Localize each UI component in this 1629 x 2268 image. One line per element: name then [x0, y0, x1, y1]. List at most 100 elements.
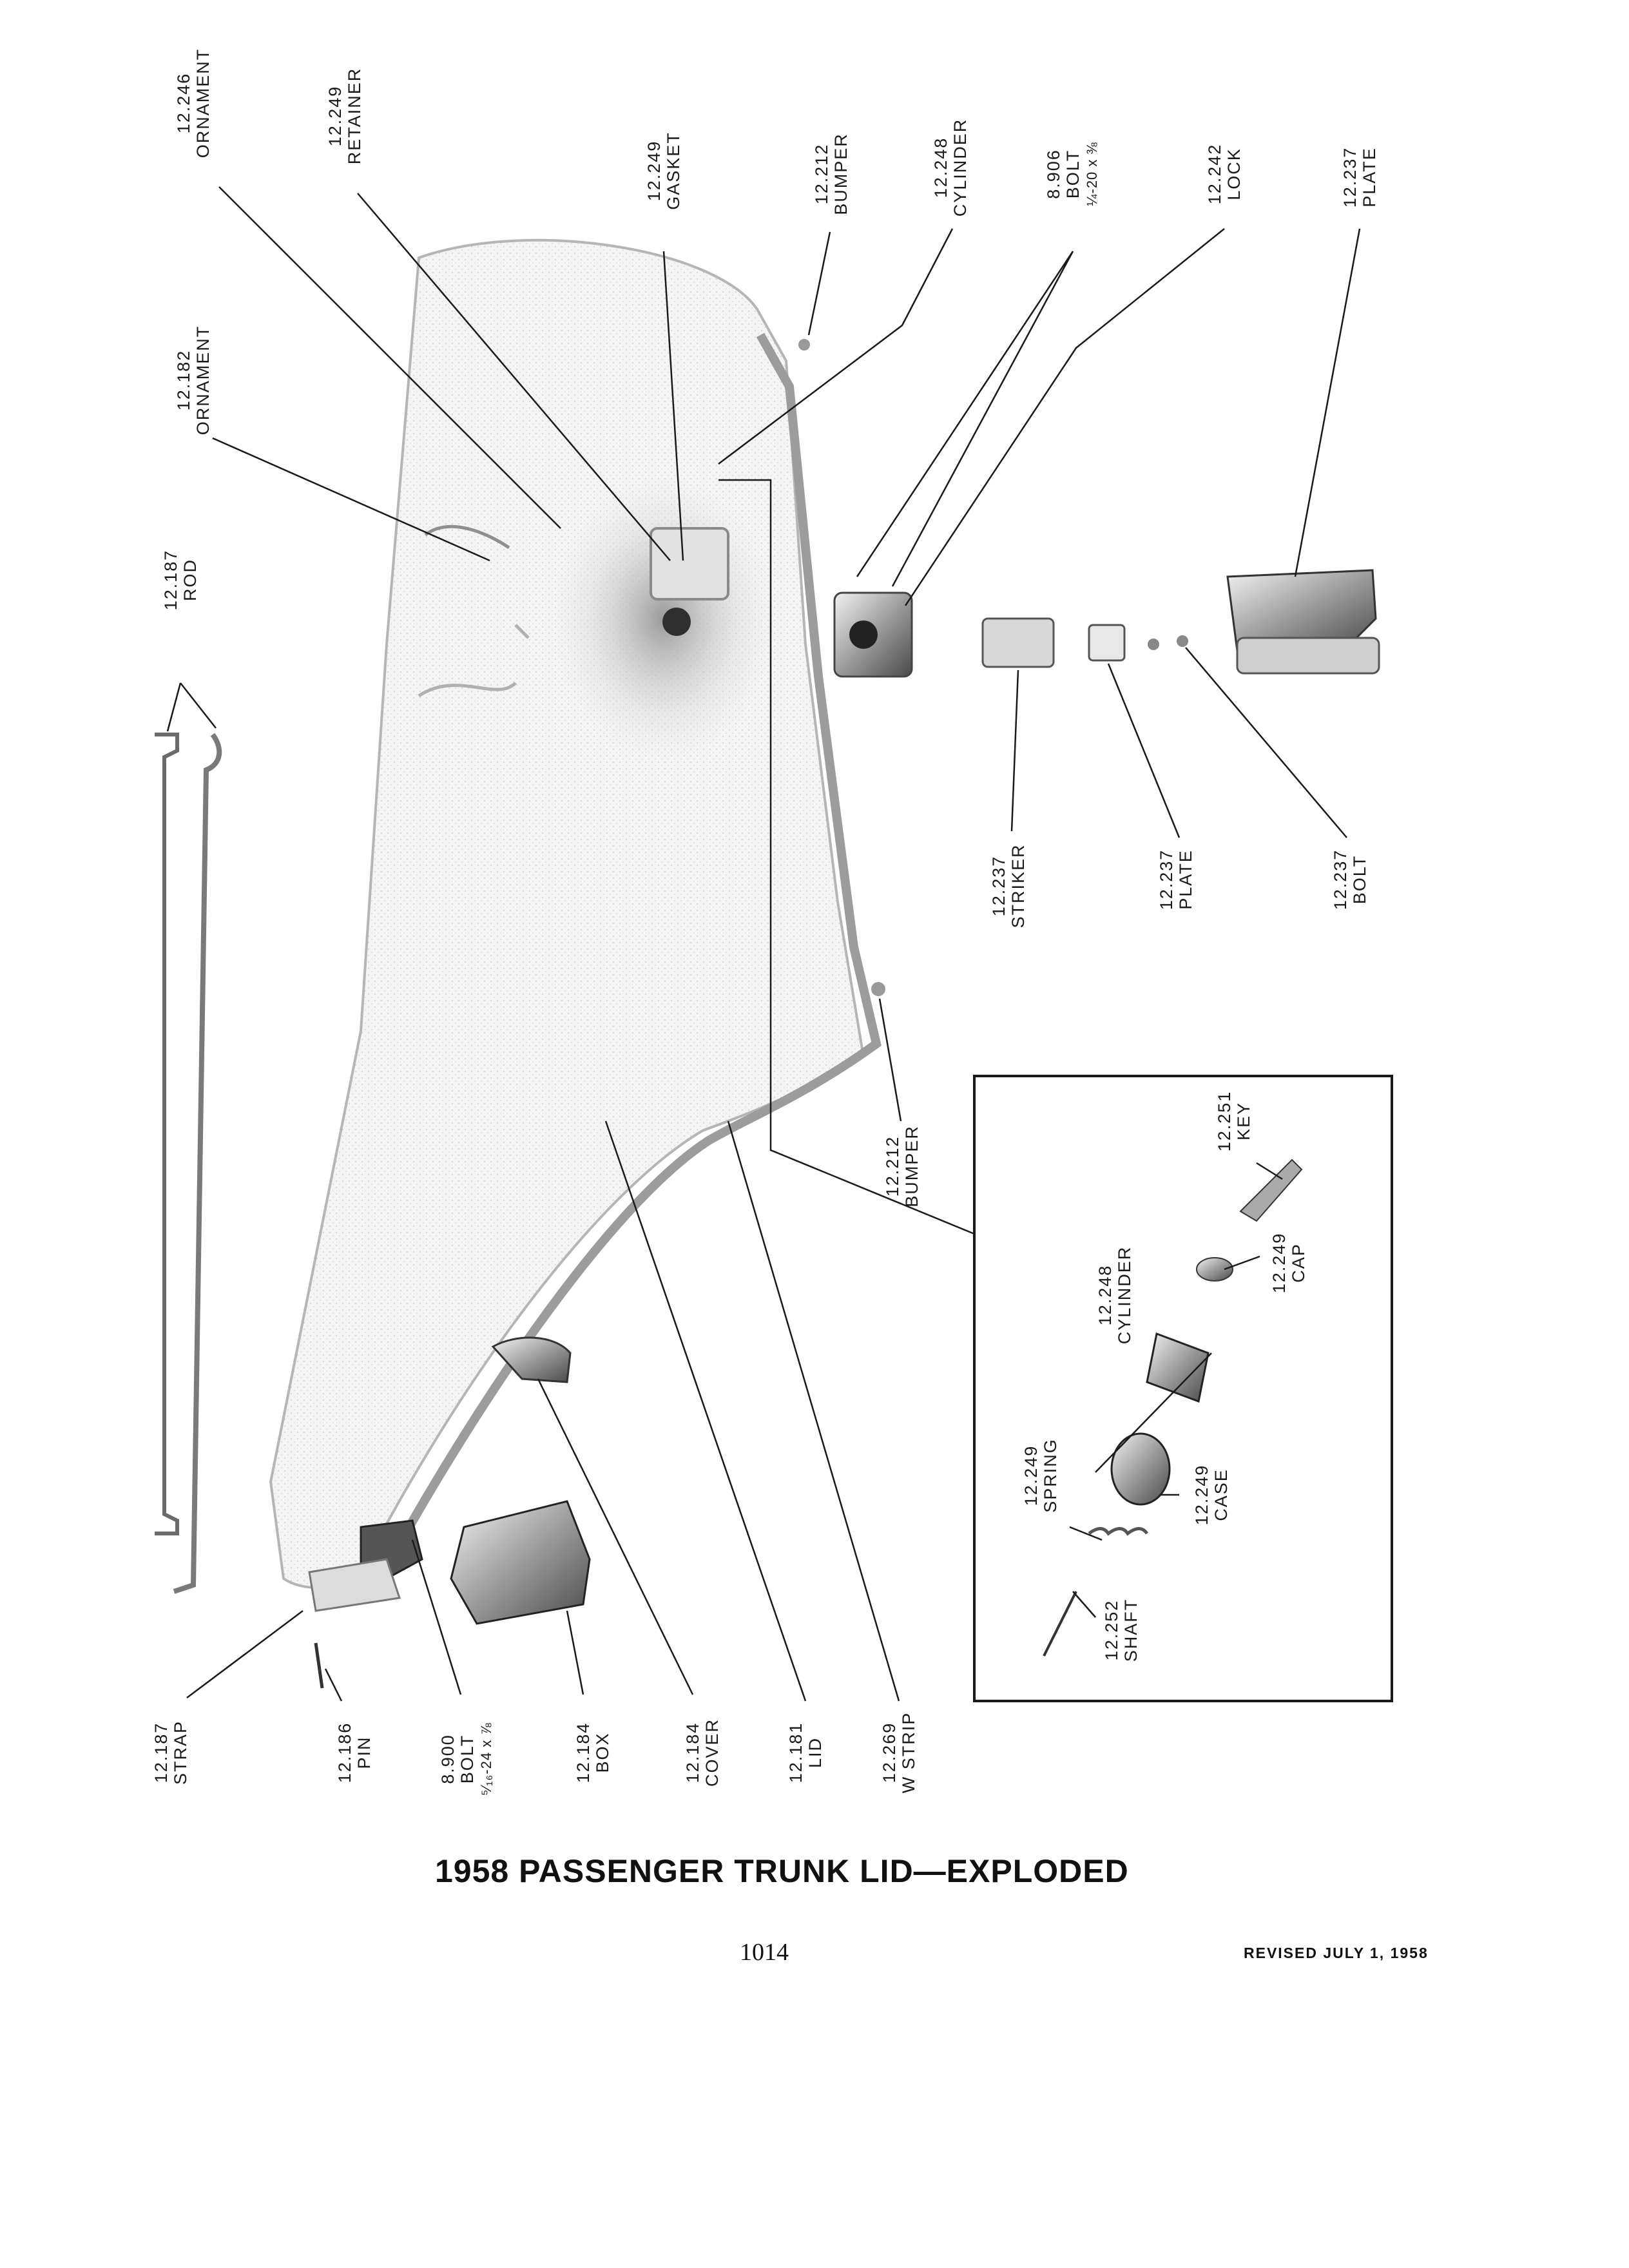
callout-number: 12.269: [880, 1722, 899, 1783]
bolt-part: [1177, 635, 1188, 647]
page-title: 1958 PASSENGER TRUNK LID—EXPLODED: [435, 1853, 1129, 1889]
lid-flange: [376, 332, 882, 1581]
callout-box-12184: 12.184 BOX: [574, 1722, 612, 1783]
callout-lid-12181: 12.181 LID: [786, 1722, 825, 1783]
callout-name: BOX: [593, 1732, 612, 1773]
strap-part: [173, 733, 222, 1594]
callout-spring-12249: 12.249 SPRING: [1021, 1438, 1060, 1513]
lock-components: [798, 339, 1380, 996]
leader-lid: [604, 1120, 807, 1702]
callout-name: PLATE: [1176, 849, 1195, 910]
callout-number: 12.184: [574, 1722, 593, 1783]
lock-plate-part: [1226, 569, 1377, 652]
cylinder-part: [1146, 1332, 1210, 1403]
leader-bumper-bottom: [878, 998, 902, 1122]
callout-number: 12.248: [931, 137, 950, 198]
callout-retainer-12249: 12.249 RETAINER: [325, 68, 364, 165]
leader-lock: [904, 228, 1225, 606]
callout-name: ROD: [180, 559, 200, 601]
callout-bolt-8900: 8.900 BOLT ⁵⁄₁₆-24 x ⅞: [438, 1722, 496, 1795]
callout-name: STRAP: [171, 1720, 190, 1785]
callout-name: ORNAMENT: [193, 325, 213, 436]
callout-pin-12186: 12.186 PIN: [335, 1722, 374, 1783]
leader-inset: [718, 479, 975, 1235]
leader-ornament-12246: [218, 186, 561, 529]
callout-spec: ⁵⁄₁₆-24 x ⅞: [478, 1722, 494, 1796]
leader-shaft: [1072, 1591, 1096, 1618]
leader-striker: [1010, 669, 1019, 832]
callout-strap-12187: 12.187 STRAP: [151, 1720, 190, 1785]
cover-part: [491, 1336, 572, 1383]
callout-number: 12.186: [335, 1722, 354, 1783]
leader-rod-a: [166, 682, 182, 732]
callout-plate-12237: 12.237 PLATE: [1157, 849, 1195, 910]
callout-number: 12.237: [989, 855, 1008, 917]
rod-and-strap: [155, 733, 222, 1594]
callout-number: 12.249: [1021, 1445, 1041, 1506]
callout-spec: ¼-20 x ⅜: [1084, 142, 1100, 206]
leader-cylinder-inset: [1095, 1352, 1212, 1473]
leader-cover: [537, 1378, 694, 1695]
callout-number: 12.246: [174, 72, 193, 134]
leader-lines: [166, 186, 1361, 1702]
shaft-part: [1043, 1591, 1077, 1657]
callout-name: ORNAMENT: [193, 48, 213, 159]
lid-ornament-script: [424, 524, 510, 550]
hinge-strap-part: [308, 1558, 401, 1612]
callout-shaft-12252: 12.252 SHAFT: [1102, 1599, 1141, 1662]
callout-number: 12.252: [1102, 1599, 1121, 1661]
leader-pin: [324, 1668, 343, 1702]
leader-spring: [1069, 1526, 1103, 1541]
callout-name: CAP: [1289, 1243, 1308, 1283]
revision-date: REVISED JULY 1, 1958: [1244, 1945, 1429, 1961]
case-part: [1110, 1432, 1171, 1506]
callout-lock-12242: 12.242 LOCK: [1205, 144, 1244, 205]
trunk-lid: [269, 238, 882, 1589]
callout-name: BOLT: [1063, 149, 1083, 199]
callout-cylinder-12248-inset: 12.248 CYLINDER: [1095, 1246, 1134, 1345]
callout-ornament-12246: 12.246 ORNAMENT: [174, 48, 213, 159]
hinge-components: [308, 1336, 591, 1689]
key-part: [1239, 1158, 1303, 1222]
spring-part: [1088, 1527, 1149, 1536]
callout-name: PLATE: [1360, 147, 1379, 207]
leader-cylinder-top: [718, 228, 954, 465]
box-part: [450, 1500, 591, 1625]
callout-striker-12237: 12.237 STRIKER: [989, 843, 1028, 928]
callout-number: 12.187: [151, 1722, 171, 1783]
callout-number: 12.187: [161, 549, 180, 611]
leader-bolt-8900: [411, 1539, 462, 1695]
callout-number: 8.906: [1044, 149, 1063, 199]
callout-number: 8.900: [438, 1734, 458, 1784]
callout-name: LID: [805, 1736, 825, 1769]
leader-bolt-8906-b: [891, 251, 1074, 587]
leader-wstrip: [727, 1120, 900, 1702]
striker-part: [981, 617, 1055, 668]
leader-bolt-12237: [1185, 647, 1347, 838]
callout-key-12251: 12.251 KEY: [1215, 1091, 1253, 1152]
callout-bumper-12212-bottom: 12.212 BUMPER: [883, 1125, 921, 1207]
lid-lock-housing: [650, 527, 729, 601]
lid-ornament-script-2: [418, 624, 530, 698]
callout-name: SPRING: [1041, 1438, 1060, 1513]
callout-bolt-12237: 12.237 BOLT: [1331, 849, 1369, 910]
callout-number: 12.249: [1192, 1464, 1211, 1526]
leader-plate: [1107, 663, 1181, 838]
leader-key: [1256, 1162, 1283, 1180]
callout-name: BOLT: [1350, 854, 1369, 905]
callout-number: 12.182: [174, 349, 193, 411]
callout-cylinder-12248-top: 12.248 CYLINDER: [931, 119, 970, 217]
callout-number: 12.212: [883, 1135, 902, 1197]
lock-keyhole: [849, 620, 878, 649]
callout-name: BUMPER: [831, 133, 851, 215]
callout-name: CYLINDER: [950, 118, 970, 217]
lock-cylinder-inset: [973, 1075, 1393, 1702]
callout-number: 12.249: [1269, 1232, 1289, 1294]
small-bolt-part: [1148, 639, 1159, 650]
callout-number: 12.248: [1095, 1264, 1115, 1326]
bumper-top-part: [798, 339, 810, 351]
callout-gasket-12249: 12.249 GASKET: [644, 131, 683, 210]
callout-ornament-12182: 12.182 ORNAMENT: [174, 325, 213, 436]
bumper-bottom-part: [871, 982, 885, 996]
